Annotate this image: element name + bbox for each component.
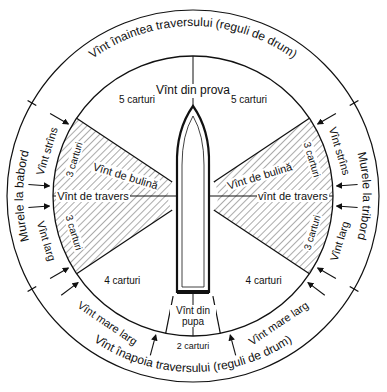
outer-circle (7, 10, 379, 382)
inner-circle (53, 56, 333, 336)
angle-label: 3 carturi (64, 140, 86, 180)
ship-deck (182, 116, 204, 287)
wind-arrow (308, 283, 325, 296)
sector-name: Vînt din prova (155, 84, 231, 97)
division-line (214, 210, 310, 274)
wind-arrow (230, 335, 235, 355)
hatched-sector (53, 196, 172, 274)
hatched-sector (214, 118, 333, 196)
ring-text: Murele la babord (12, 149, 32, 244)
ring-label: Vînt înaintea traversului (reguli de dru… (86, 15, 300, 61)
hatched-sector (53, 118, 172, 196)
angle-label: 5 carturi (118, 94, 156, 105)
wind-arrow (337, 184, 358, 185)
wind-arrow (50, 114, 68, 125)
division-line (77, 210, 173, 274)
wind-arrow (61, 283, 78, 296)
ring-divider (28, 101, 37, 106)
sector-name: Vînt de bulină (225, 160, 295, 192)
ring-text: Vînt înaintea traversului (reguli de dru… (86, 15, 300, 61)
angle-label: 2 carturi (176, 342, 211, 352)
angle-label: 4 carturi (103, 275, 141, 286)
drawing: Vînt înaintea traversului (reguli de dru… (7, 10, 379, 382)
angle-label: 3 carturi (301, 140, 323, 180)
ring-divider (350, 287, 359, 292)
ring-text: Murele la tribord (355, 151, 374, 242)
wind-name: Vînt larg (35, 218, 59, 263)
wind-arrow (318, 114, 336, 125)
sector-name: Vînt din pupa (170, 305, 216, 327)
ring-label: Murele la babord (12, 149, 32, 244)
angle-label: 4 carturi (245, 275, 283, 286)
ring-label: Murele la tribord (355, 151, 374, 242)
sector-name: Vînt de bulină (91, 160, 161, 192)
wind-name: Vînt mare larg (246, 298, 312, 348)
ring-divider (28, 287, 37, 292)
angle-label: 3 carturi (64, 212, 86, 252)
sector-name: vînt de travers (257, 190, 329, 202)
angle-label: 3 carturi (301, 212, 323, 252)
wind-arrow (318, 268, 336, 279)
wind-arrow (28, 184, 49, 185)
ship-stern (177, 290, 209, 294)
wind-arrow (50, 268, 68, 279)
ship-hull (177, 106, 209, 292)
wind-arrow (337, 206, 358, 207)
wind-name: Vînt mare larg (75, 298, 141, 348)
hatched-sector (214, 196, 333, 274)
wind-arrow (28, 206, 49, 207)
wind-name: Vînt larg (327, 218, 351, 263)
ring-divider (350, 101, 359, 106)
wind-name: Vînt strîns (326, 125, 353, 178)
wind-name: Vînt strîns (33, 125, 60, 178)
sector-name: Vînt de travers (56, 190, 130, 202)
wind-arrow (150, 335, 155, 355)
angle-label: 5 carturi (230, 94, 268, 105)
